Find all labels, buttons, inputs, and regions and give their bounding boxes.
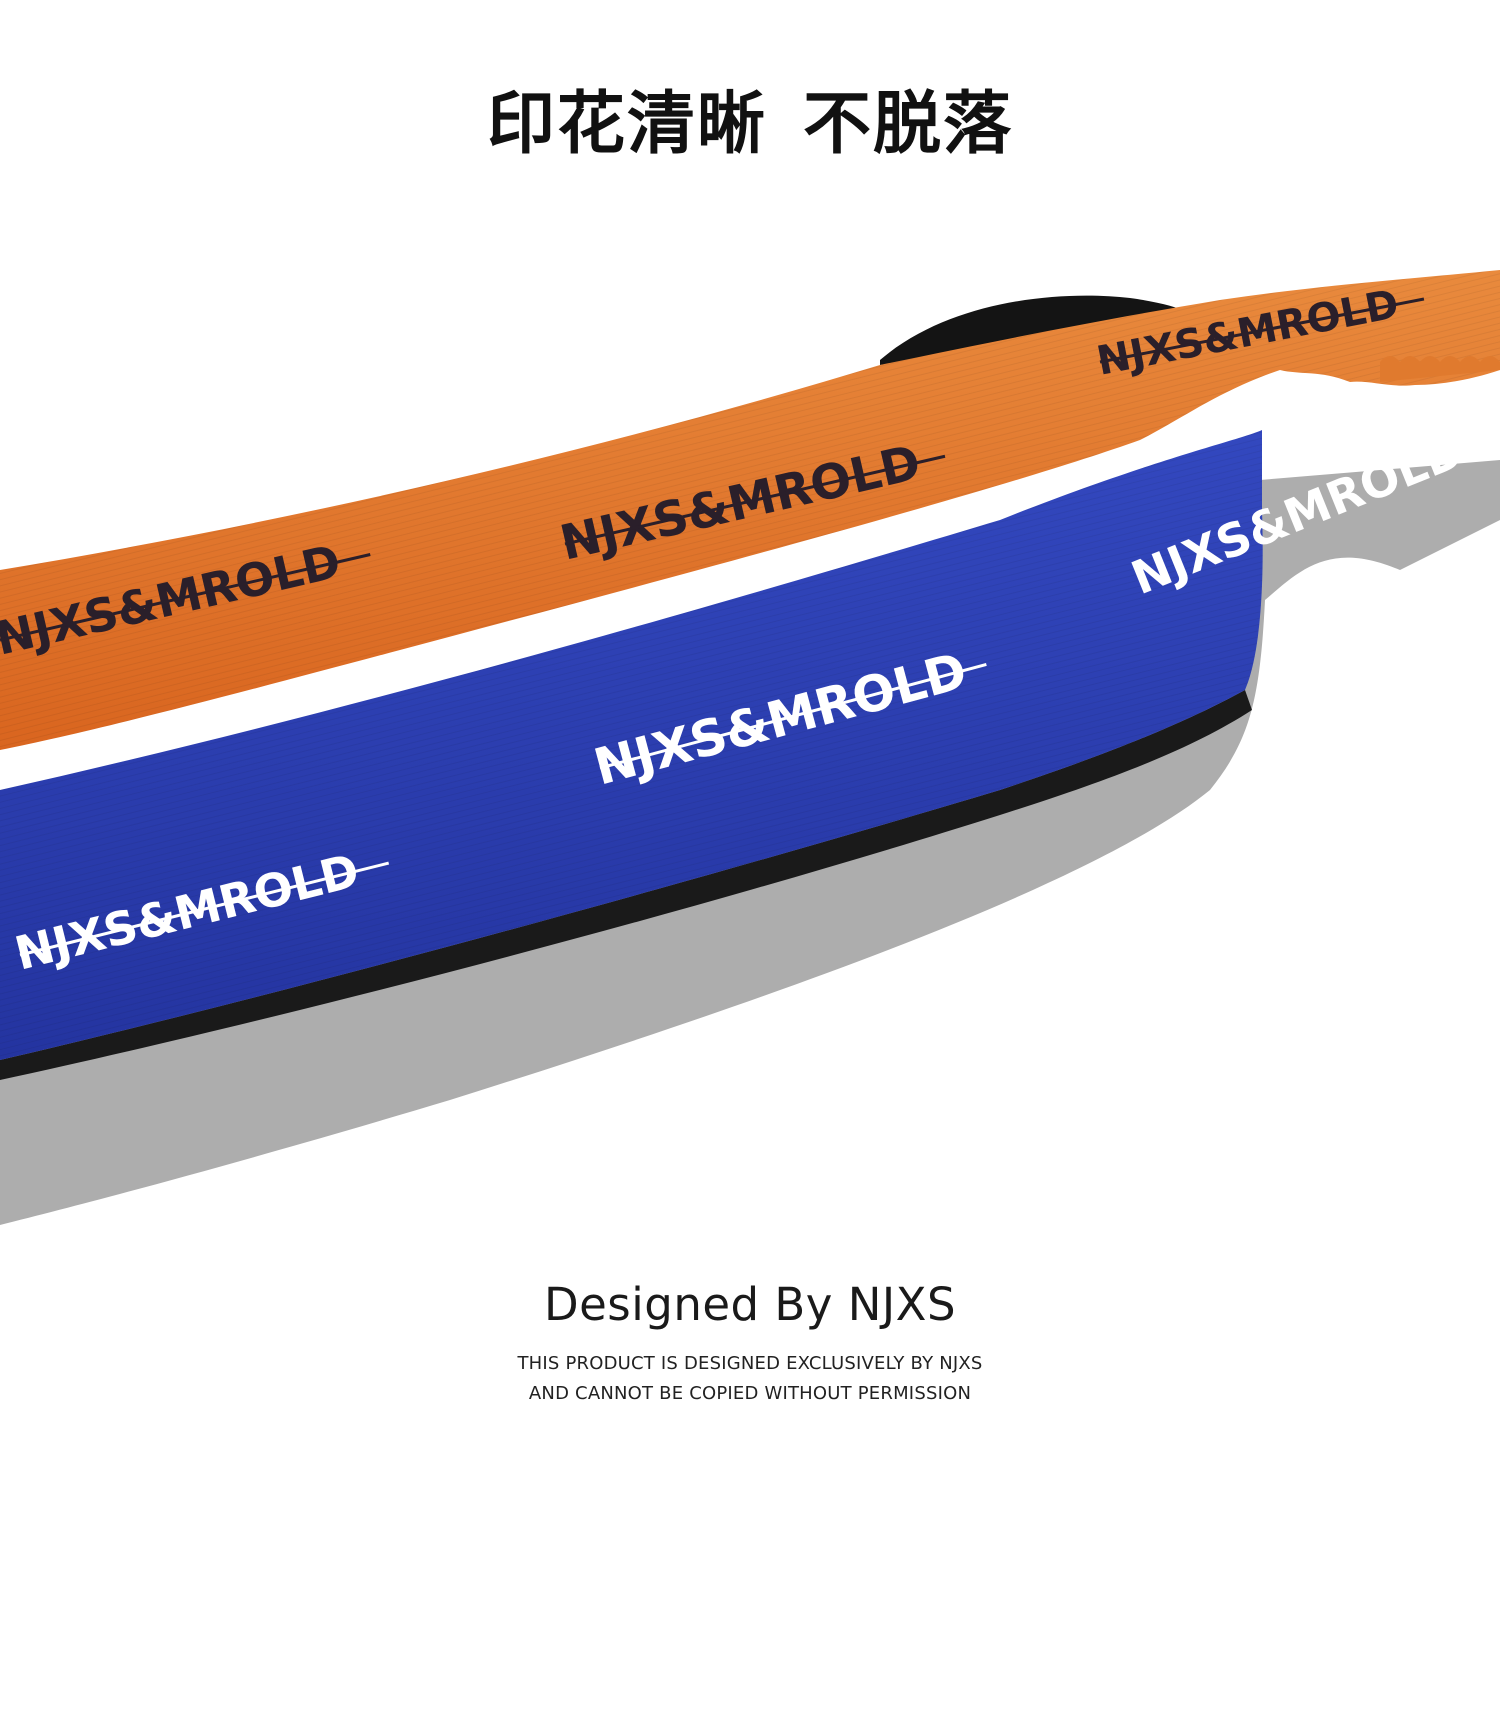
headline-part-1: 印花清晰: [486, 85, 767, 164]
credits-block: Designed By NJXS THIS PRODUCT IS DESIGNE…: [0, 1275, 1500, 1409]
strap-illustration: NJXS&MROLD NJXS&MROLD NJXS&MROLD NJXS&MR…: [0, 270, 1500, 1225]
blue-strap-edge: [0, 690, 1252, 1080]
copyright-notice: THIS PRODUCT IS DESIGNED EXCLUSIVELY BY …: [0, 1349, 1500, 1409]
headline-part-2: 不脱落: [803, 85, 1014, 164]
designer-credit: Designed By NJXS: [543, 1278, 957, 1331]
orange-strap-scalloped-end: [1380, 356, 1500, 382]
copyright-notice-line-2: AND CANNOT BE COPIED WITHOUT PERMISSION: [528, 1383, 972, 1404]
product-photo: NJXS&MROLD NJXS&MROLD NJXS&MROLD NJXS&MR…: [0, 270, 1500, 1250]
copyright-notice-line-1: THIS PRODUCT IS DESIGNED EXCLUSIVELY BY …: [517, 1353, 983, 1374]
page-headline: 印花清晰不脱落: [0, 80, 1500, 170]
